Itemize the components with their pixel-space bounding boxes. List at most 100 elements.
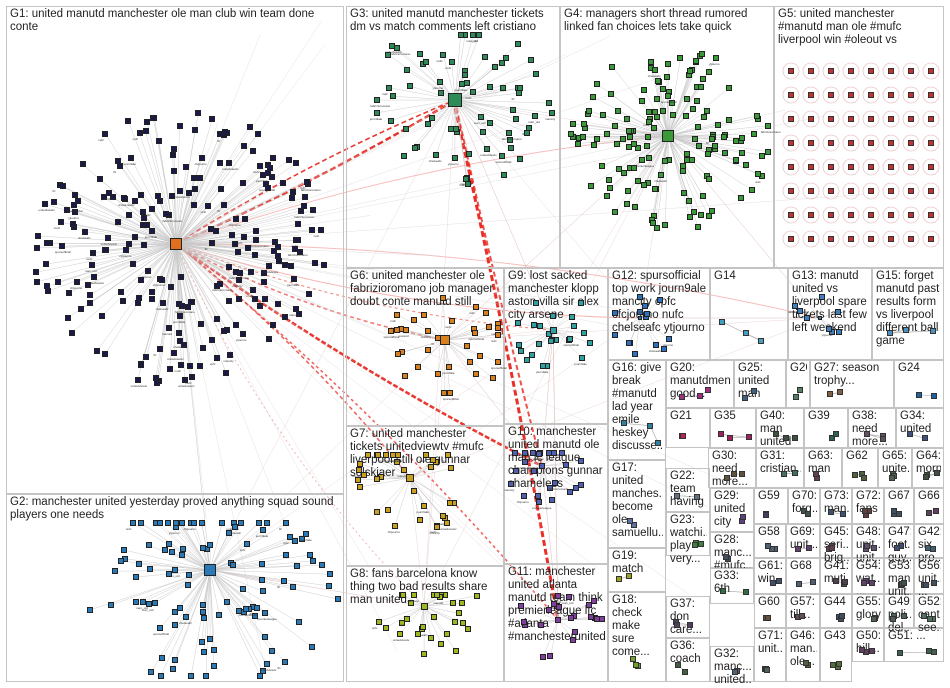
node[interactable]: [148, 227, 155, 234]
node[interactable]: [645, 155, 652, 162]
node[interactable]: [692, 541, 699, 548]
node[interactable]: [656, 296, 663, 303]
node[interactable]: [827, 391, 834, 398]
node[interactable]: [808, 68, 814, 74]
node[interactable]: [394, 44, 401, 51]
node[interactable]: [93, 348, 100, 354]
node[interactable]: [795, 580, 802, 587]
node[interactable]: [548, 110, 555, 117]
node[interactable]: [535, 341, 542, 348]
node[interactable]: [531, 321, 538, 328]
node[interactable]: [616, 166, 623, 173]
node[interactable]: [848, 212, 854, 218]
node[interactable]: [250, 287, 257, 294]
node[interactable]: [587, 182, 594, 189]
node[interactable]: [303, 530, 310, 537]
node[interactable]: [304, 178, 311, 185]
node[interactable]: [647, 58, 654, 65]
node[interactable]: [321, 262, 328, 269]
node[interactable]: [225, 264, 232, 271]
node[interactable]: [828, 212, 834, 218]
node[interactable]: [808, 116, 814, 122]
node[interactable]: [556, 603, 563, 610]
node[interactable]: [176, 300, 183, 307]
node[interactable]: [207, 541, 214, 548]
node[interactable]: [886, 330, 893, 337]
node[interactable]: [652, 185, 659, 192]
node[interactable]: [834, 309, 841, 316]
node[interactable]: [133, 574, 140, 581]
node[interactable]: [42, 201, 49, 208]
node[interactable]: [213, 315, 220, 322]
node[interactable]: [280, 179, 287, 186]
node[interactable]: [888, 475, 895, 482]
node[interactable]: [502, 55, 509, 62]
node[interactable]: [72, 192, 79, 199]
node[interactable]: [841, 579, 848, 586]
node[interactable]: [186, 363, 193, 370]
node[interactable]: [145, 600, 152, 607]
node[interactable]: [309, 644, 316, 651]
node[interactable]: [383, 452, 390, 459]
node[interactable]: [125, 118, 132, 125]
node[interactable]: [908, 116, 914, 122]
node[interactable]: [77, 306, 84, 313]
node[interactable]: [797, 307, 804, 314]
node[interactable]: [98, 313, 105, 320]
node[interactable]: [739, 134, 746, 141]
node[interactable]: [164, 520, 171, 526]
node[interactable]: [653, 96, 660, 103]
node[interactable]: [578, 354, 585, 361]
node[interactable]: [166, 366, 173, 373]
node[interactable]: [389, 93, 396, 100]
node[interactable]: [265, 262, 272, 269]
node[interactable]: [662, 221, 669, 228]
node[interactable]: [260, 588, 267, 595]
node[interactable]: [460, 619, 467, 626]
node[interactable]: [222, 369, 229, 376]
node[interactable]: [101, 246, 108, 253]
node[interactable]: [483, 310, 490, 317]
node[interactable]: [836, 389, 843, 396]
node[interactable]: [282, 314, 289, 321]
node[interactable]: [73, 279, 80, 286]
node[interactable]: [732, 138, 739, 145]
node[interactable]: [239, 330, 246, 337]
node[interactable]: [568, 614, 575, 621]
node[interactable]: [871, 616, 878, 623]
node[interactable]: [232, 241, 239, 248]
node[interactable]: [178, 552, 185, 559]
node[interactable]: [200, 614, 207, 621]
node[interactable]: [198, 321, 205, 328]
node[interactable]: [252, 252, 259, 259]
node[interactable]: [580, 329, 587, 336]
node[interactable]: [848, 116, 854, 122]
node[interactable]: [933, 508, 940, 515]
hub-node[interactable]: [204, 564, 216, 576]
node[interactable]: [708, 208, 715, 215]
node[interactable]: [571, 628, 578, 635]
node[interactable]: [764, 615, 771, 622]
hub-node[interactable]: [638, 316, 642, 320]
node[interactable]: [127, 154, 134, 161]
node[interactable]: [653, 224, 660, 231]
node[interactable]: [679, 168, 686, 175]
node[interactable]: [101, 351, 108, 358]
node[interactable]: [373, 109, 380, 116]
node[interactable]: [294, 562, 301, 569]
node[interactable]: [107, 602, 114, 609]
node[interactable]: [804, 314, 811, 321]
node[interactable]: [51, 199, 58, 206]
node[interactable]: [900, 580, 907, 587]
node[interactable]: [751, 387, 758, 394]
node[interactable]: [615, 108, 622, 115]
node[interactable]: [188, 673, 195, 679]
node[interactable]: [430, 457, 437, 464]
node[interactable]: [81, 228, 88, 235]
node[interactable]: [185, 581, 192, 588]
node[interactable]: [441, 389, 448, 396]
node[interactable]: [828, 509, 835, 516]
node[interactable]: [647, 422, 654, 429]
node[interactable]: [136, 130, 143, 137]
node[interactable]: [683, 156, 690, 163]
